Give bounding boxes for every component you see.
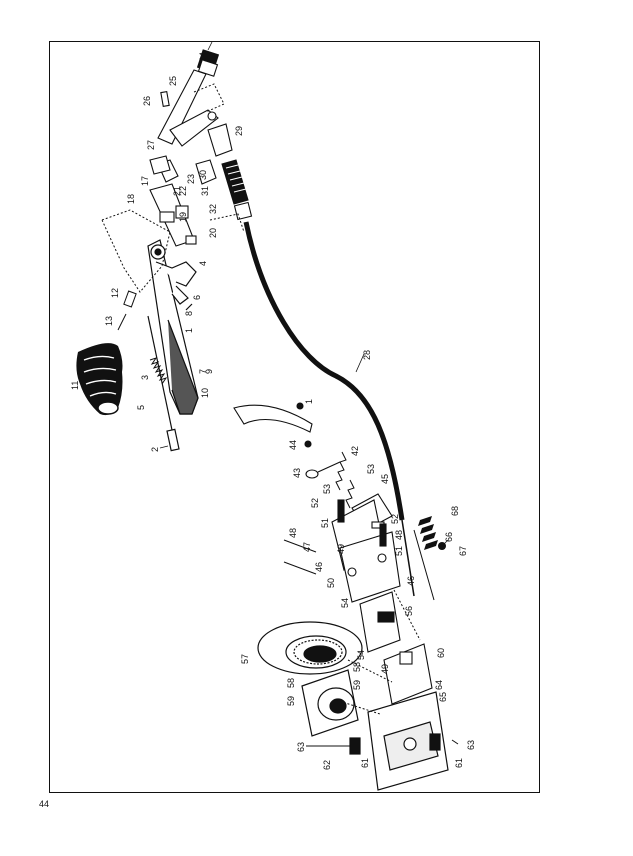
link-rod [304, 440, 341, 479]
callout-label: 19 [178, 212, 188, 222]
callout-label: 4 [198, 261, 208, 266]
callout-label: 10 [200, 388, 210, 398]
callout-label: 8 [184, 311, 194, 316]
callout-label: 17 [140, 176, 150, 186]
callout-label: 51 [394, 546, 404, 556]
lever-bracket [149, 159, 217, 247]
callout-label: 52 [310, 498, 320, 508]
page-number: 44 [39, 799, 50, 809]
callout-label: 49 [336, 544, 346, 554]
housing-block [383, 643, 433, 705]
callout-label: 28 [362, 350, 372, 360]
lever-base-outline [101, 209, 171, 293]
cable-dashed-guide [209, 213, 245, 233]
callout-label: 31 [200, 186, 210, 196]
callout-label: 26 [142, 96, 152, 106]
callout-label: 6 [192, 295, 202, 300]
callout-label: 32 [208, 204, 218, 214]
axle-bolts [306, 739, 459, 747]
callout-label: 58 [286, 678, 296, 688]
callout-label: 25 [168, 76, 178, 86]
callout-label: 30 [198, 170, 208, 180]
callout-label: 68 [450, 506, 460, 516]
assembly-dashed-guide [335, 589, 421, 715]
callout-label: 48 [288, 528, 298, 538]
callout-label: 54 [340, 598, 350, 608]
callout-label: 45 [380, 474, 390, 484]
axle-casing [349, 691, 449, 791]
callout-label: 42 [350, 446, 360, 456]
callout-label: 66 [444, 532, 454, 542]
return-springs [335, 451, 355, 509]
wheel-hub [301, 669, 359, 737]
callout-label: 46 [314, 562, 324, 572]
callout-label: 61 [360, 758, 370, 768]
callout-label: 51 [320, 518, 330, 528]
adjuster-spring-66 [418, 516, 446, 550]
clevis-pin [117, 290, 137, 331]
callout-label: 1 [304, 399, 314, 404]
callout-label: 46 [406, 576, 416, 586]
callout-label: 50 [326, 578, 336, 588]
callout-label: 64 [434, 680, 444, 690]
callout-label: 58 [352, 662, 362, 672]
callout-label: 44 [288, 440, 298, 450]
callout-label: 29 [234, 126, 244, 136]
callout-label: 57 [240, 654, 250, 664]
operating-lever [233, 402, 313, 433]
brake-disc [257, 621, 363, 675]
callout-label: 60 [436, 648, 446, 658]
callout-label: 54 [356, 650, 366, 660]
callout-label: 27 [146, 140, 156, 150]
callout-label: 65 [438, 692, 448, 702]
callout-label: 13 [104, 316, 114, 326]
handbrake-cable [243, 221, 405, 521]
callout-label: 63 [466, 740, 476, 750]
callout-label: 63 [296, 742, 306, 752]
callout-label: 53 [322, 484, 332, 494]
callout-label: 53 [366, 464, 376, 474]
callout-label: 47 [302, 542, 312, 552]
brake-pads [359, 591, 401, 653]
callout-labels: 1 2 3 4 5 6 7 8 9 10 11 12 13 17 18 19 2… [70, 52, 476, 770]
callout-label: 59 [352, 680, 362, 690]
handbrake-lever [147, 239, 199, 415]
caliper-pins [283, 529, 435, 601]
callout-label: 43 [292, 468, 302, 478]
callout-label: 18 [126, 194, 136, 204]
callout-label: 67 [458, 546, 468, 556]
callout-label: 12 [110, 288, 120, 298]
callout-label: 24 [198, 52, 208, 62]
callout-label: 3 [140, 375, 150, 380]
callout-label: 11 [70, 381, 80, 390]
callout-label: 21 [172, 186, 182, 196]
pivot-dashed-guide [193, 83, 225, 113]
callout-label: 49 [380, 664, 390, 674]
cable-adjuster [207, 123, 253, 221]
callout-label: 22 [178, 186, 188, 196]
callout-label: 5 [136, 405, 146, 410]
callout-label: 7 [198, 369, 208, 374]
callout-label: 9 [204, 369, 214, 374]
leader-lines [159, 41, 449, 547]
callout-label: 1 [184, 328, 194, 333]
cable-inner-wire [401, 519, 415, 597]
caliper-carrier [331, 493, 401, 603]
lever-gaiter [76, 343, 123, 416]
pivot-pin-assembly [149, 49, 220, 175]
callout-label: 48 [394, 530, 404, 540]
callout-label: 2 [150, 447, 160, 452]
callout-label: 61 [454, 758, 464, 768]
release-spring [149, 357, 168, 385]
callout-label: 62 [322, 760, 332, 770]
callout-label: 59 [286, 696, 296, 706]
callout-label: 20 [208, 228, 218, 238]
diagram-frame [49, 41, 540, 793]
callout-label: 56 [404, 606, 414, 616]
callout-label: 52 [390, 514, 400, 524]
callout-label: 23 [186, 174, 196, 184]
